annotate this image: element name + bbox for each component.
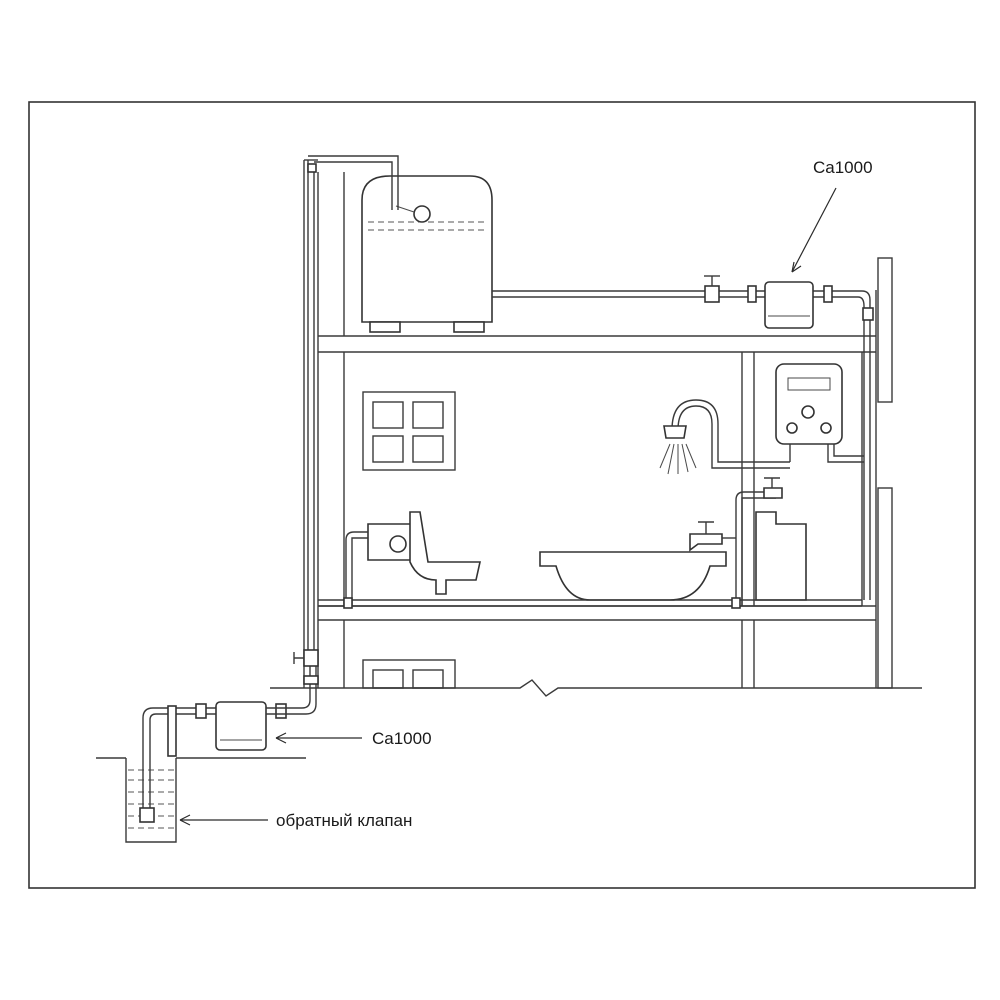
tub-faucet <box>689 521 736 552</box>
gate-valve <box>704 275 720 303</box>
suction-pipe <box>142 705 218 810</box>
water-heater <box>775 363 864 463</box>
supply-pipe <box>307 155 399 650</box>
callout-pump-top: Ca1000 <box>791 158 873 273</box>
label-pump-top: Ca1000 <box>813 158 873 177</box>
floor-pipe <box>318 597 862 609</box>
basement-window <box>362 659 456 689</box>
pump-top <box>764 281 814 329</box>
callout-check-valve: обратный клапан <box>179 811 412 830</box>
well <box>96 757 306 843</box>
label-pump-bottom: Ca1000 <box>372 729 432 748</box>
faucet <box>763 477 783 499</box>
callout-pump-bottom: Ca1000 <box>275 729 432 748</box>
washbasin <box>735 477 807 606</box>
window <box>362 391 456 471</box>
check-valve <box>139 807 155 823</box>
tank-outlet-pipe <box>492 275 874 600</box>
diagram-frame <box>28 101 976 889</box>
shower-head <box>659 399 790 475</box>
pump-outlet-pipe <box>266 649 319 715</box>
label-check-valve: обратный клапан <box>276 811 412 830</box>
inlet-valve <box>293 649 319 667</box>
bathtub <box>539 521 736 601</box>
toilet <box>345 511 481 606</box>
pump-bottom <box>195 701 287 751</box>
water-tank <box>361 175 493 333</box>
